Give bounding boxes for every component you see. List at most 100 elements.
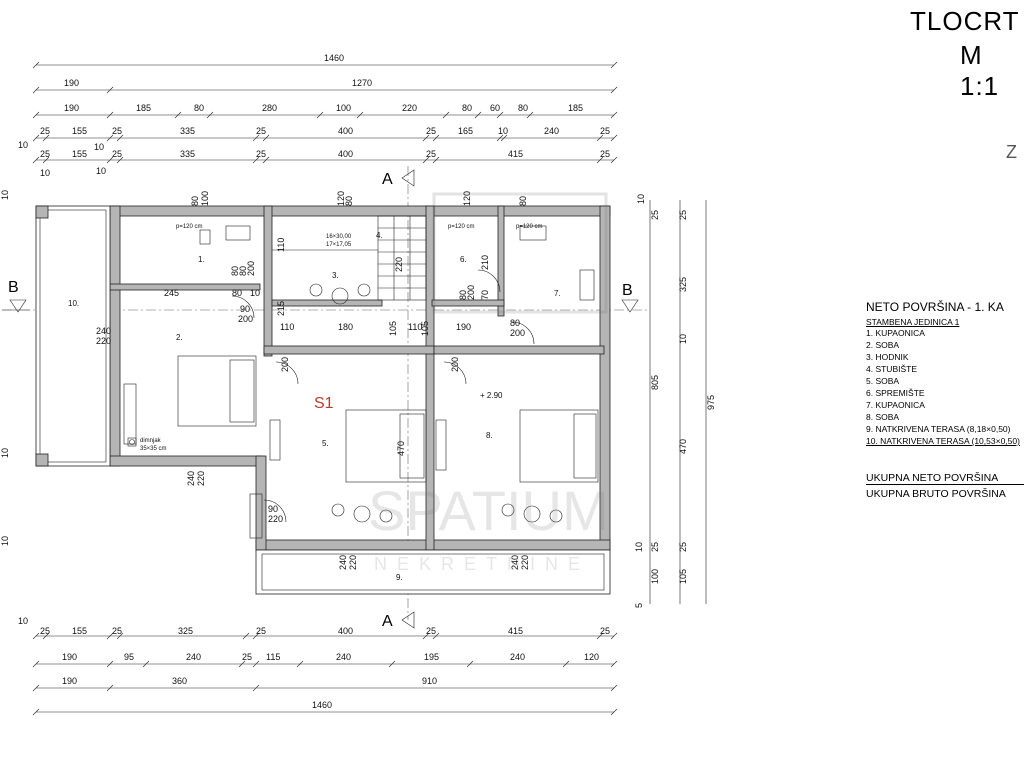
dimension-tick [422,632,430,640]
dimension-tick [32,632,40,640]
int-dim-5: 120 [462,191,472,206]
dim-top-r3-4: 280 [262,103,277,113]
dim-bot-r2-4: 25 [242,652,252,662]
dimension-tick [106,86,114,94]
int-dim-11: 220 [394,257,404,272]
room-5-number: 5. [322,439,329,448]
dimension-tick [238,660,246,668]
dim-top-r3-5: 100 [336,103,351,113]
wall-bottom-left [109,455,263,467]
dim-top-r3-3: 80 [194,103,204,113]
int-dim-21: 70 [480,290,490,300]
dim-top-r5-8: 415 [508,149,523,159]
legend-total-net: UKUPNA NETO POVRŠINA [866,472,999,484]
dim-top-r4-8: 165 [458,126,473,136]
dimension-tick [610,111,618,119]
section-mark-a-bottom: A [382,613,393,630]
dimension-tick [106,632,114,640]
p-note-1: p=120 cm [176,224,203,230]
chimney-icon [129,439,135,445]
dim-top-r5-4: 335 [180,149,195,159]
bed-room-2 [177,355,257,427]
watermark: SPATIUM NEKRETNINE [368,192,609,574]
dim-right-7: 975 [706,395,716,410]
shower-7 [579,269,595,301]
dimension-tick [500,134,508,142]
section-arrow-b-left [9,299,27,313]
section-mark-b-left: B [8,279,19,296]
int-dim-33: 200 [450,357,460,372]
dim-bot-r2-7: 195 [424,652,439,662]
door-swing-8 [443,361,467,385]
bottom-dimensions [32,632,618,716]
legend-room-9: 9. NATKRIVENA TERASA (8,18×0,50) [866,424,1011,434]
dim-bot-r1-3: 25 [112,626,122,636]
dim-top-r4-6: 400 [338,126,353,136]
int-dim-27: 110 [408,322,422,332]
int-dim-25: 180 [338,322,353,332]
wardrobe-room-2 [123,383,137,445]
watermark-subtext: NEKRETNINE [374,554,590,574]
int-dim-30: 240 [96,326,111,336]
int-dim-35: 240 [186,471,196,486]
int-dim-28: 190 [456,322,471,332]
dim-right-3: 25 [678,210,688,220]
dim-top-r5-3: 25 [112,149,122,159]
dim-top-r4-2: 155 [72,126,87,136]
dim-top-r5-7: 25 [426,149,436,159]
dimension-tick [422,134,430,142]
dim-top-total: 1460 [324,53,344,63]
dim-top-r3-9: 80 [518,103,528,113]
dim-right-1: 10 [636,194,646,204]
int-dim-24: 110 [280,322,294,332]
legend-total-gross: UKUPNA BRUTO POVRŠINA [866,488,1006,500]
dimension-tick [42,156,50,164]
dimension-tick [388,660,396,668]
dim-bot-r2-8: 240 [510,652,525,662]
dim-bot-r1-5: 25 [256,626,266,636]
dim-bot-r1-7: 25 [426,626,436,636]
dimension-tick [106,156,114,164]
dim-left-2: 10 [0,448,10,458]
legend-room-5: 5. SOBA [866,376,900,386]
int-dim-37: 90 [268,504,278,514]
int-dim-26: 105 [388,321,398,336]
int-dim-36: 220 [196,471,206,486]
legend-room-4: 4. STUBIŠTE [866,364,918,374]
dimension-tick [610,632,618,640]
dim-top-r4-left2: 10 [94,142,104,152]
dimension-tick [610,134,618,142]
dim-bot-r2-9: 120 [584,652,599,662]
dimension-tick [32,684,40,692]
door-swing-5 [275,361,299,385]
door-swing-6 [477,269,501,293]
dim-bot-r1-4: 325 [178,626,193,636]
int-dim-39: 240 [338,555,348,570]
dimension-tick [116,156,124,164]
wall-int-7 [431,299,505,307]
dim-bot-r1-1: 25 [40,626,50,636]
dimension-tick [252,156,260,164]
legend-room-3: 3. HODNIK [866,352,909,362]
chair-hall-1 [309,283,323,297]
dimension-tick [432,134,440,142]
dim-top-r3-7: 80 [462,103,472,113]
terrace-10 [35,205,111,467]
dimension-tick [610,156,618,164]
int-dim-16: 200 [238,314,253,324]
wall-left [109,205,121,467]
room-4-number: 4. [376,231,383,240]
dim-right-13: 100 [650,569,660,584]
room-9-number: 9. [396,573,403,582]
dim-bot-r2-1: 190 [62,652,77,662]
room-10-number: 10. [68,299,79,308]
int-dim-32: 200 [280,357,290,372]
int-dim-18: 210 [480,255,490,270]
dim-top-r5-9: 25 [600,149,610,159]
dimension-tick [526,111,534,119]
int-dim-34: 470 [396,441,406,456]
dim-bot-r2-5: 115 [266,652,280,662]
dimension-tick [496,134,504,142]
dim-top-r4-9: 10 [498,126,508,136]
bed-room-5 [345,409,427,483]
